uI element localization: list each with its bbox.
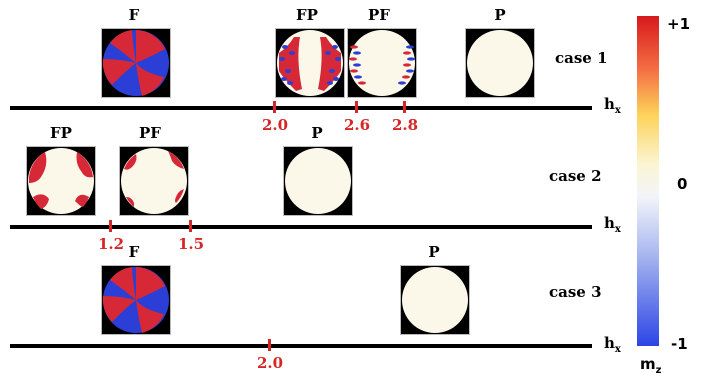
snapshot-fp bbox=[26, 146, 96, 216]
tick-mark bbox=[355, 101, 358, 113]
tick-mark bbox=[109, 220, 112, 232]
snapshot-fp bbox=[275, 28, 345, 98]
tick-label: 2.0 bbox=[261, 116, 289, 134]
phase-label-pf: PF bbox=[139, 124, 161, 142]
snapshot-pf bbox=[119, 146, 189, 216]
magnetization-map bbox=[120, 147, 188, 215]
magnetization-map bbox=[466, 29, 534, 97]
magnetization-map bbox=[284, 147, 352, 215]
phase-label-fp: FP bbox=[50, 124, 72, 142]
field-axis bbox=[10, 344, 592, 348]
magnetization-map bbox=[276, 29, 344, 97]
axis-label-hx: hx bbox=[604, 214, 621, 235]
snapshot-p bbox=[465, 28, 535, 98]
case-label: case 1 bbox=[555, 49, 608, 67]
tick-mark bbox=[189, 220, 192, 232]
axis-label-hx: hx bbox=[604, 95, 621, 116]
tick-label: 2.8 bbox=[391, 116, 419, 134]
snapshot-pf bbox=[347, 28, 417, 98]
snapshot-p bbox=[400, 265, 470, 335]
phase-label-pf: PF bbox=[368, 6, 390, 24]
magnetization-map bbox=[27, 147, 95, 215]
tick-label: 2.0 bbox=[256, 354, 284, 372]
tick-label: 1.5 bbox=[177, 235, 205, 253]
field-axis bbox=[10, 106, 592, 110]
magnetization-map bbox=[348, 29, 416, 97]
colorbar-quantity-label: mz bbox=[640, 355, 662, 376]
colorbar-max-label: +1 bbox=[667, 15, 691, 33]
phase-label-p: P bbox=[428, 243, 440, 261]
tick-mark bbox=[403, 101, 406, 113]
phase-label-p: P bbox=[494, 6, 506, 24]
phase-label-f: F bbox=[128, 243, 140, 261]
axis-label-hx: hx bbox=[604, 334, 621, 355]
colorbar-gradient bbox=[637, 16, 659, 346]
snapshot-f bbox=[101, 265, 171, 335]
magnetization-map bbox=[401, 266, 469, 334]
snapshot-p bbox=[283, 146, 353, 216]
tick-mark bbox=[268, 339, 271, 351]
case-label: case 2 bbox=[549, 167, 602, 185]
tick-mark bbox=[273, 101, 276, 113]
case-label: case 3 bbox=[549, 283, 602, 301]
snapshot-f bbox=[101, 28, 171, 98]
magnetization-map bbox=[102, 266, 170, 334]
tick-label: 1.2 bbox=[97, 235, 125, 253]
magnetization-map bbox=[102, 29, 170, 97]
field-axis bbox=[10, 225, 592, 229]
phase-label-f: F bbox=[128, 6, 140, 24]
phase-label-p: P bbox=[311, 124, 323, 142]
phase-label-fp: FP bbox=[296, 6, 318, 24]
colorbar-mid-label: 0 bbox=[677, 175, 688, 193]
colorbar-min-label: -1 bbox=[671, 335, 688, 353]
tick-label: 2.6 bbox=[343, 116, 371, 134]
